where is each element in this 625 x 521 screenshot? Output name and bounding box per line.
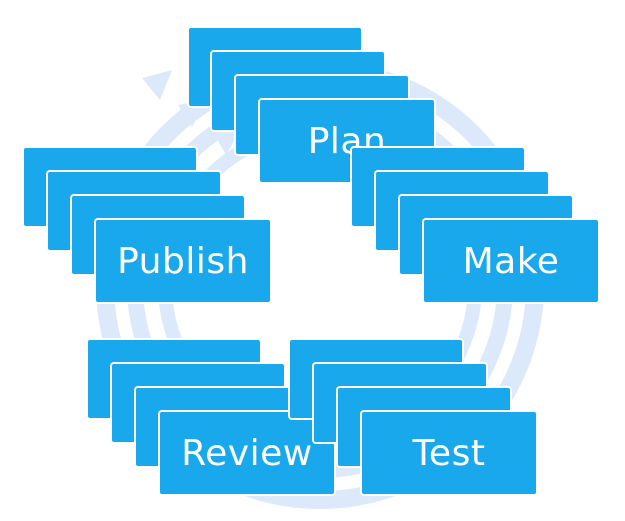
publish-card[interactable]: Publish	[94, 218, 272, 304]
make-label: Make	[462, 240, 560, 282]
make-card[interactable]: Make	[422, 218, 600, 304]
review-card[interactable]: Review	[158, 410, 336, 496]
cycle-arrowhead-inner	[214, 130, 240, 155]
review-label: Review	[181, 432, 313, 474]
cycle-arrowhead-outer	[142, 70, 172, 100]
test-card[interactable]: Test	[360, 410, 538, 496]
publish-label: Publish	[117, 240, 249, 282]
test-label: Test	[412, 432, 486, 474]
